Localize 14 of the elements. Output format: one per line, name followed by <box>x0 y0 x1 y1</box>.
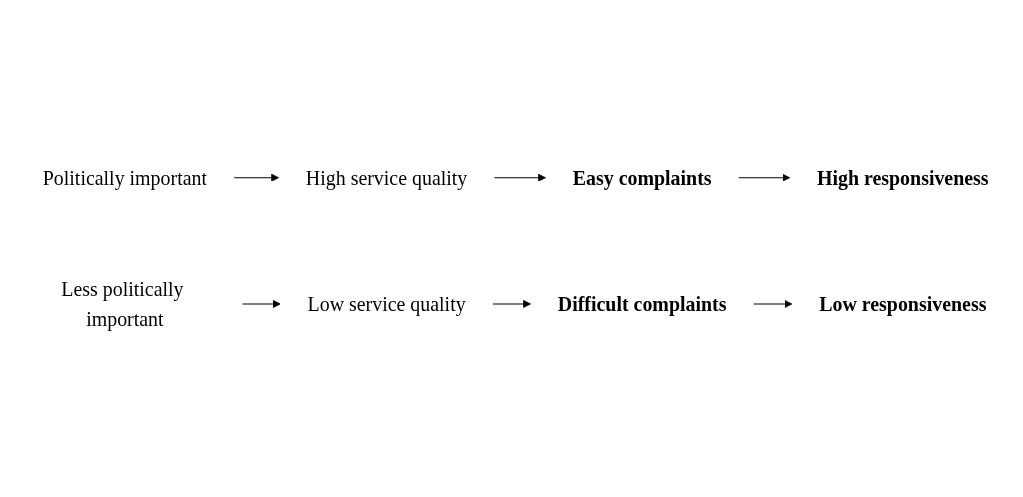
arrow <box>493 173 546 182</box>
node-text: Less politically important <box>61 277 184 331</box>
node-text: Difficult complaints <box>557 292 727 316</box>
arrow <box>753 300 793 309</box>
node-text: High service quality <box>305 166 468 190</box>
node-text: High responsiveness <box>816 166 989 190</box>
node-text: Low service quality <box>307 292 466 316</box>
node-text: Easy complaints <box>572 166 712 190</box>
arrow <box>233 173 280 182</box>
arrow <box>492 300 531 309</box>
arrow <box>241 300 281 309</box>
node-text: Politically important <box>42 166 207 190</box>
arrow <box>738 173 791 182</box>
node-text: Low responsiveness <box>819 292 987 316</box>
